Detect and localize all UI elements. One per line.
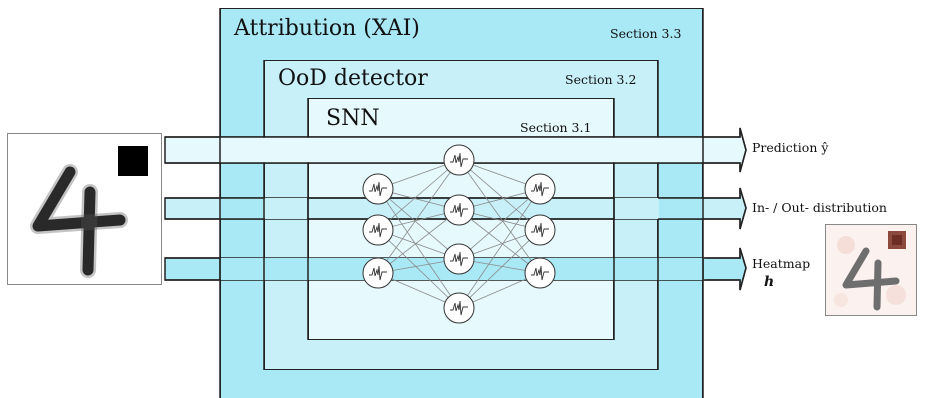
xai-section-label: Section 3.3 [610,26,682,41]
spike-waveform-icon [369,265,387,281]
heatmap-image [825,224,917,316]
synapse-edge [377,159,460,231]
heatmap-label: Heatmap [752,256,811,271]
spiking-neuron-node [443,243,475,275]
spike-waveform-icon [369,181,387,197]
snn-title: SNN [326,106,380,131]
spike-waveform-icon [450,300,468,316]
ood-section-label: Section 3.2 [565,72,637,87]
spike-waveform-icon [450,202,468,218]
heatmap-digit-icon [826,225,916,315]
spiking-neuron-node [443,144,475,176]
prediction-label: Prediction ŷ [752,140,829,155]
spiking-neuron-node [524,214,556,246]
snn-section-label: Section 3.1 [520,120,592,135]
spiking-neuron-node [362,257,394,289]
spike-waveform-icon [450,152,468,168]
spiking-neuron-node [362,173,394,205]
digit-four-with-patch-icon [30,146,148,278]
input-digit-image [7,133,162,285]
spiking-neuron-node [443,194,475,226]
spike-waveform-icon [369,222,387,238]
distribution-label: In- / Out- distribution [752,200,887,215]
ood-title: OoD detector [278,66,428,91]
synapse-edge [458,159,541,274]
spiking-neuron-node [524,173,556,205]
synapse-edge [458,229,541,309]
heatmap-symbol: h [764,274,775,290]
synapse-edge [458,188,541,260]
spiking-neuron-node [362,214,394,246]
synapse-edge [458,159,541,231]
spike-waveform-icon [531,222,549,238]
synapse-edge [377,188,460,260]
spike-waveform-icon [450,251,468,267]
spiking-neuron-node [524,257,556,289]
xai-title: Attribution (XAI) [234,16,420,41]
spiking-neuron-node [443,292,475,324]
synapse-edge [377,188,460,309]
spike-waveform-icon [531,181,549,197]
synapse-edge [458,209,541,274]
synapse-edge [458,188,541,309]
synapse-edge [377,159,460,274]
synapse-edge [377,229,460,309]
synapse-edge [377,209,460,274]
spike-waveform-icon [531,265,549,281]
